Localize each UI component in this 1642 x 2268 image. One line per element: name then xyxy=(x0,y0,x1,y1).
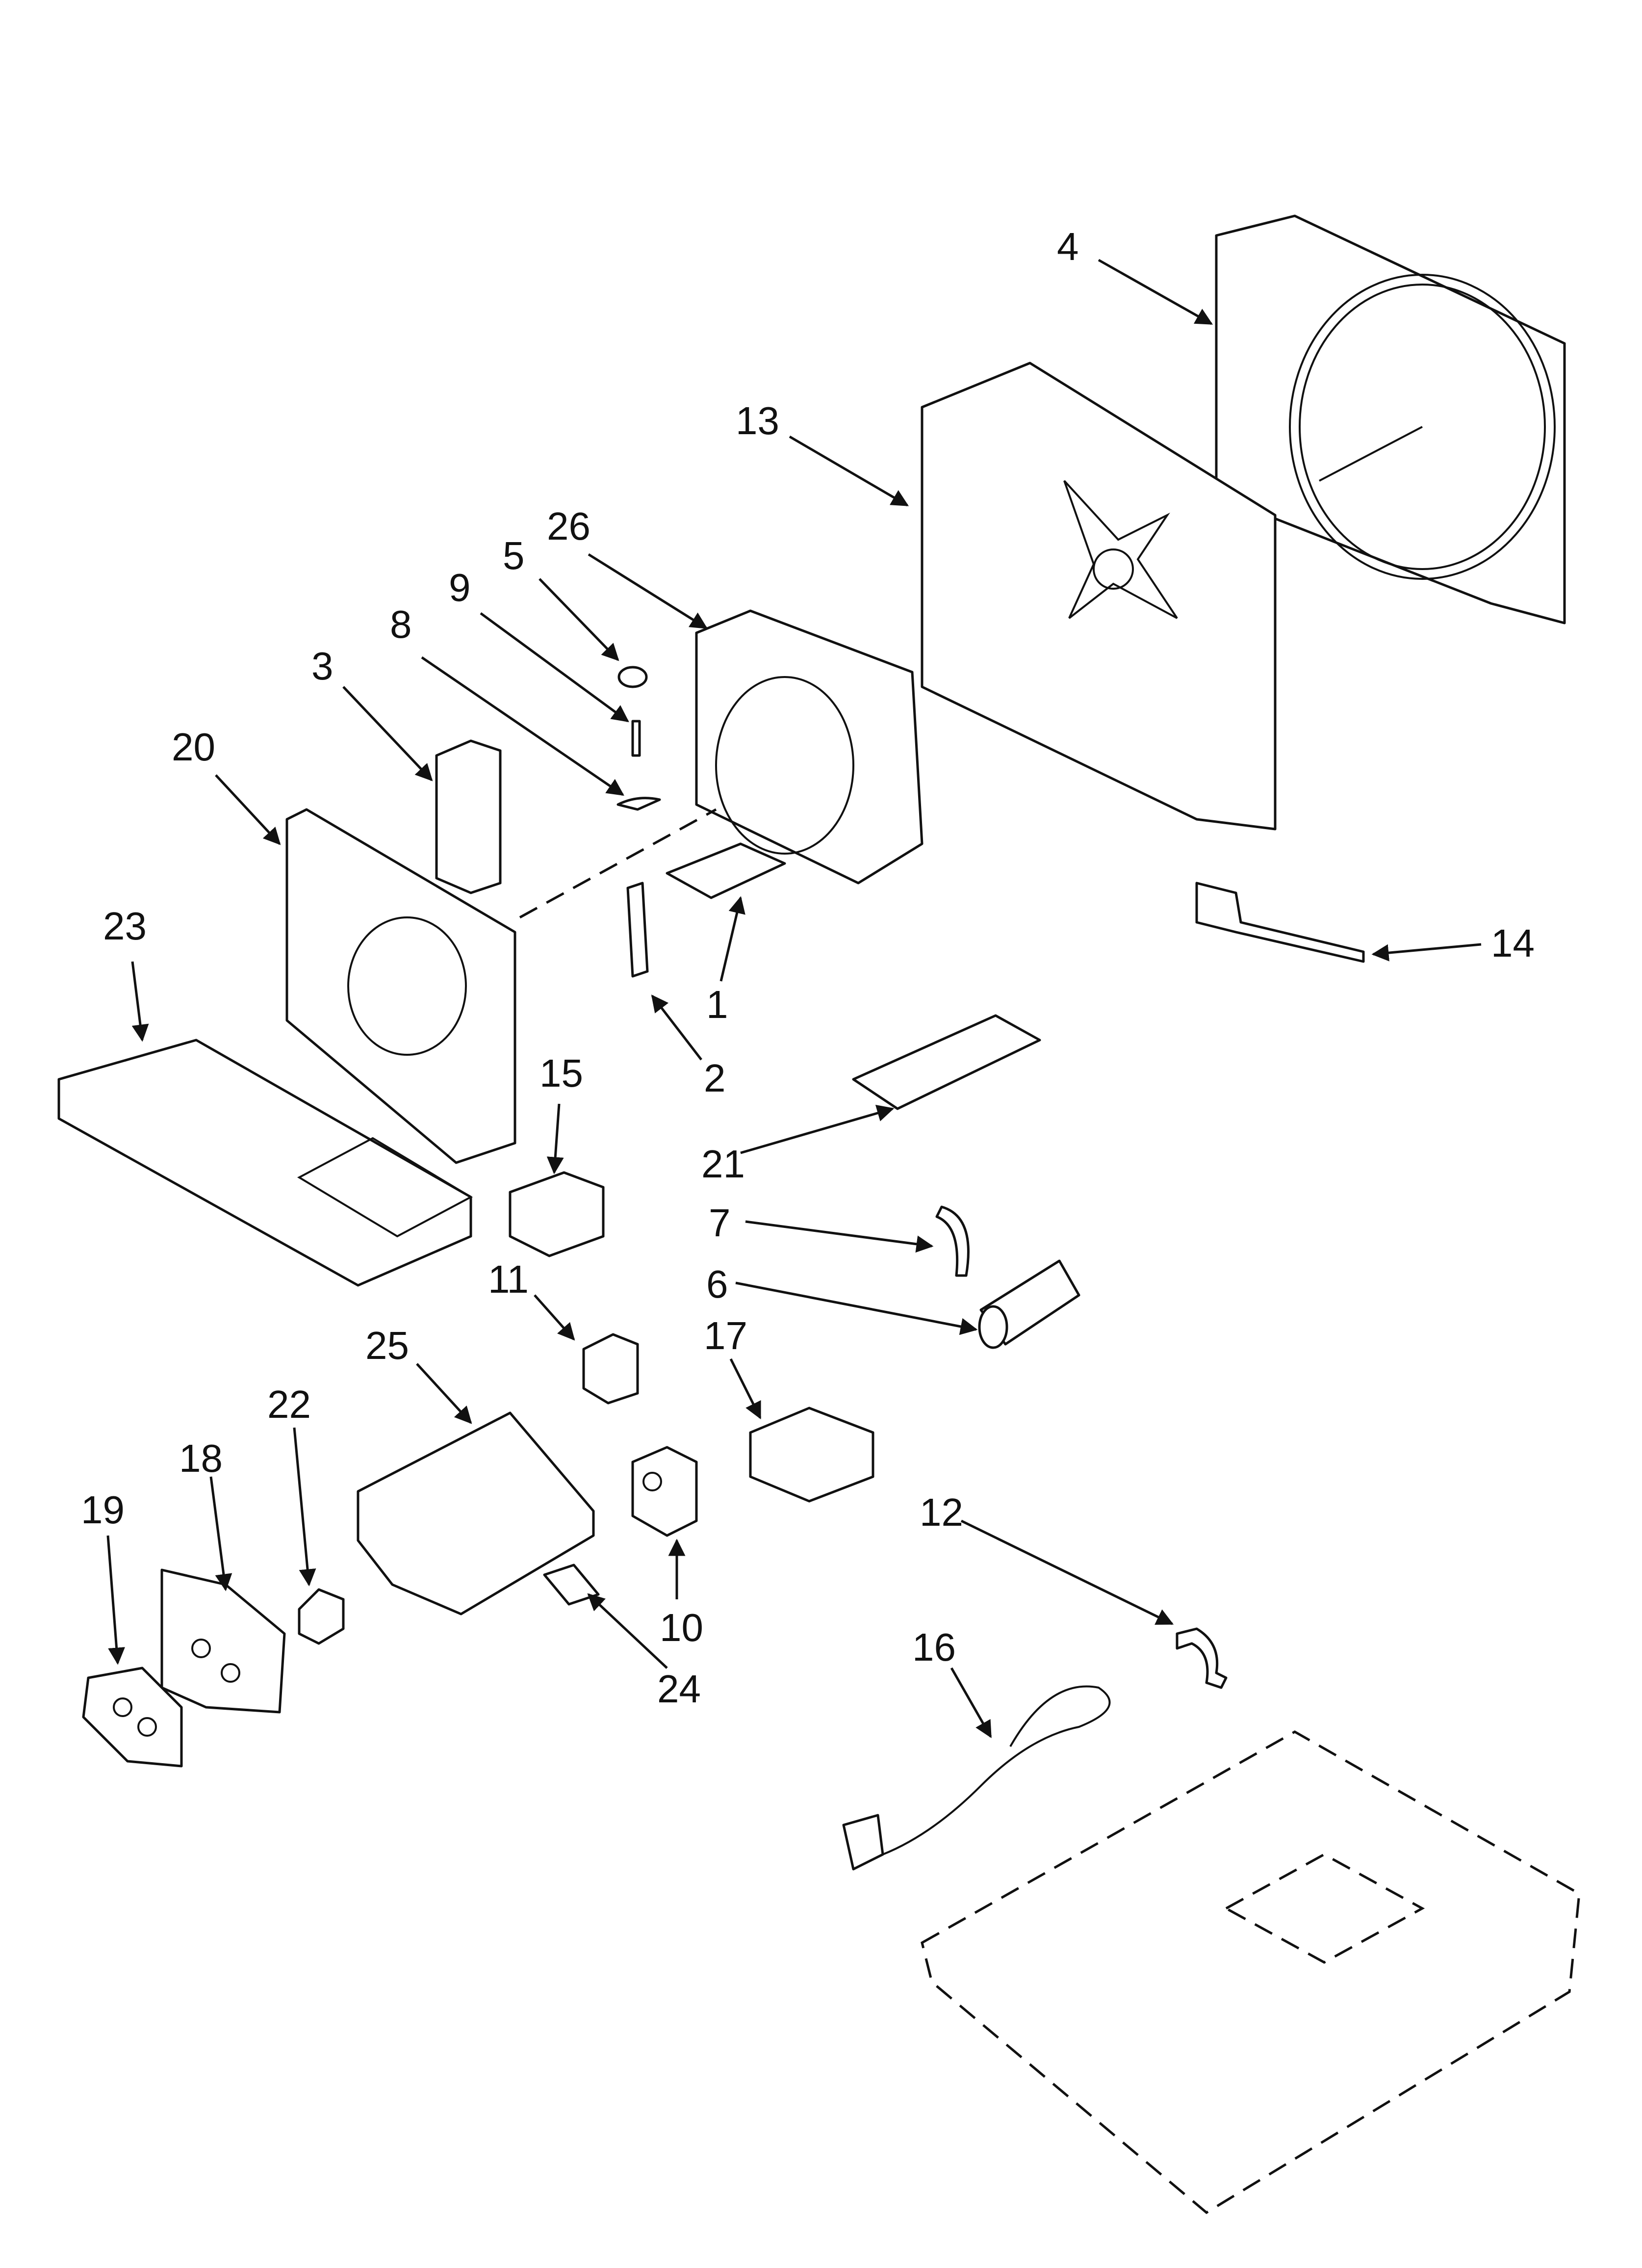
leader-20 xyxy=(215,774,281,845)
callout-14: 14 xyxy=(1491,921,1535,965)
part-21 xyxy=(852,1014,1041,1110)
leader-8 xyxy=(421,656,624,796)
leader-arrows xyxy=(106,259,1482,1739)
leader-7 xyxy=(745,1220,934,1253)
callout-22: 22 xyxy=(267,1382,311,1426)
callout-15: 15 xyxy=(539,1051,583,1095)
leader-5 xyxy=(539,578,619,661)
callout-2: 2 xyxy=(704,1056,726,1100)
callout-5: 5 xyxy=(503,534,525,577)
leader-17 xyxy=(729,1358,762,1420)
callout-9: 9 xyxy=(449,566,471,609)
leader-23 xyxy=(131,961,149,1042)
leader-26 xyxy=(588,553,708,629)
leader-4 xyxy=(1098,259,1213,325)
part-19-knob xyxy=(82,1667,183,1768)
alignment-dash-line xyxy=(519,808,717,919)
part-24 xyxy=(543,1564,600,1606)
part-18 xyxy=(160,1568,286,1714)
leader-2 xyxy=(651,994,702,1061)
leader-3 xyxy=(342,686,433,782)
leader-6 xyxy=(735,1281,978,1335)
leader-13 xyxy=(789,435,909,507)
leader-21 xyxy=(740,1104,895,1154)
part-6-capacitor xyxy=(978,1259,1080,1349)
part-2 xyxy=(626,882,649,978)
leader-12 xyxy=(960,1519,1174,1625)
base-chassis-outline xyxy=(921,1730,1581,2215)
leader-16 xyxy=(950,1667,992,1739)
part-9 xyxy=(631,720,641,757)
part-17 xyxy=(749,1407,874,1503)
callout-13: 13 xyxy=(736,399,779,443)
callout-21: 21 xyxy=(701,1142,745,1186)
callout-24: 24 xyxy=(657,1667,701,1711)
callout-12: 12 xyxy=(920,1490,963,1534)
callout-26: 26 xyxy=(547,504,590,548)
callout-7: 7 xyxy=(709,1201,731,1245)
callout-4: 4 xyxy=(1057,225,1079,268)
part-25-control-box xyxy=(357,1411,595,1616)
part-10 xyxy=(631,1446,698,1537)
part-3 xyxy=(435,739,502,894)
callout-16: 16 xyxy=(912,1625,956,1669)
part-16-power-cord xyxy=(842,1685,1111,1871)
part-8 xyxy=(616,797,661,811)
part-11 xyxy=(582,1333,639,1405)
leader-1 xyxy=(719,896,745,982)
part-12 xyxy=(1176,1627,1228,1689)
callout-8: 8 xyxy=(390,602,412,646)
callout-17: 17 xyxy=(704,1314,747,1357)
callout-labels: 4 13 26 5 9 8 3 20 23 1 2 14 21 15 7 6 1… xyxy=(81,225,1535,1711)
leader-9 xyxy=(480,612,629,723)
callout-11: 11 xyxy=(488,1257,529,1301)
part-15 xyxy=(509,1171,605,1257)
leader-24 xyxy=(587,1593,668,1669)
part-5 xyxy=(617,666,648,688)
leader-22 xyxy=(293,1427,316,1587)
leader-15 xyxy=(546,1103,564,1174)
callout-19: 19 xyxy=(81,1488,125,1532)
callout-18: 18 xyxy=(179,1436,223,1480)
leader-11 xyxy=(534,1294,575,1341)
leader-25 xyxy=(416,1363,472,1424)
callout-20: 20 xyxy=(172,725,215,769)
part-7 xyxy=(935,1205,970,1277)
callout-25: 25 xyxy=(365,1324,409,1367)
callout-1: 1 xyxy=(706,983,728,1026)
part-1 xyxy=(666,842,786,899)
leader-19 xyxy=(106,1535,126,1665)
part-26-blower-housing xyxy=(695,609,924,885)
part-23-base-pan xyxy=(57,1039,473,1287)
leader-14 xyxy=(1371,943,1482,962)
part-20-evaporator-panel xyxy=(285,808,516,1164)
leader-18 xyxy=(209,1476,232,1591)
part-13-fan-bracket xyxy=(921,362,1277,831)
callout-10: 10 xyxy=(660,1606,703,1649)
callout-6: 6 xyxy=(706,1262,728,1306)
part-22 xyxy=(298,1588,345,1645)
part-14 xyxy=(1195,882,1365,963)
callout-3: 3 xyxy=(311,644,334,688)
callout-23: 23 xyxy=(103,904,147,948)
